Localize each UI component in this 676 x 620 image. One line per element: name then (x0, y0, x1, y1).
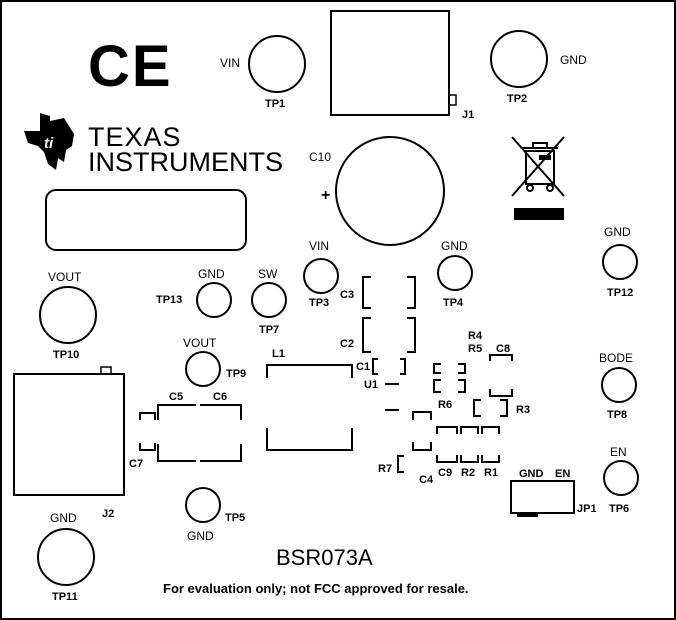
test-point-tp11: GND TP11 (37, 511, 95, 603)
r1-label: R1 (484, 467, 498, 479)
u1-label: U1 (364, 379, 378, 391)
tp3-net-label: VIN (309, 239, 329, 253)
c9-label: C9 (438, 467, 452, 479)
jp1-gnd-pin-label: GND (519, 468, 544, 480)
tp9-ref-label: TP9 (226, 368, 246, 380)
tp11-ref-label: TP11 (52, 591, 78, 603)
l1-label: L1 (272, 348, 285, 360)
board-name: BSR073A (276, 545, 373, 570)
jp1-en-pin-label: EN (555, 468, 570, 480)
r7-resistor (397, 455, 404, 473)
r4-label: R4 (468, 330, 483, 342)
tp13-net-label: GND (198, 267, 225, 281)
tp1-net-label: VIN (220, 56, 240, 70)
tp7-ref-label: TP7 (259, 324, 279, 336)
c3-label: C3 (340, 289, 354, 301)
ce-mark-logo: CE (88, 34, 173, 99)
r5-label: R5 (468, 343, 482, 355)
tp8-net-label: BODE (599, 351, 633, 365)
j2-label: J2 (102, 508, 114, 520)
test-point-tp8: BODE TP8 (599, 351, 637, 421)
c4-capacitor (412, 411, 432, 451)
texas-instruments-logo: ti TEXAS INSTRUMENTS (24, 113, 283, 177)
c8-capacitor (489, 354, 513, 397)
tp12-net-label: GND (604, 225, 631, 239)
tp5-ref-label: TP5 (225, 512, 245, 524)
tp10-net-label: VOUT (48, 270, 82, 284)
test-point-tp6: EN TP6 (603, 445, 639, 515)
c1-label: C1 (356, 361, 370, 373)
c10-capacitor: C10 + (309, 136, 445, 246)
test-point-tp10: VOUT TP10 (39, 270, 97, 361)
ti-wordmark-line1: TEXAS (88, 122, 182, 152)
j1-connector: J1 (330, 10, 474, 121)
tp4-ref-label: TP4 (443, 297, 464, 309)
test-point-tp12: GND TP12 (602, 225, 638, 299)
test-point-tp13: GND TP13 (156, 267, 232, 318)
evaluation-notice: For evaluation only; not FCC approved fo… (163, 581, 469, 596)
label-area (45, 189, 247, 251)
j2-connector: J2 (13, 366, 125, 520)
weee-bar (514, 208, 564, 220)
c7-capacitor (139, 412, 156, 451)
test-point-tp3: VIN TP3 (303, 239, 339, 309)
ti-wordmark-line2: INSTRUMENTS (88, 147, 283, 177)
tp13-ref-label: TP13 (156, 294, 182, 306)
c5-c6-capacitors (157, 404, 242, 462)
c8-label: C8 (496, 343, 510, 355)
l1-inductor (266, 364, 353, 451)
jp1-jumper (510, 480, 575, 517)
tp3-ref-label: TP3 (309, 297, 329, 309)
tp12-ref-label: TP12 (607, 287, 633, 299)
c6-label: C6 (213, 391, 227, 403)
tp2-ref-label: TP2 (507, 93, 527, 105)
tp11-net-label: GND (50, 511, 77, 525)
c5-label: C5 (169, 391, 183, 403)
weee-recycle-bin-icon (511, 136, 565, 197)
tp10-ref-label: TP10 (53, 349, 79, 361)
r2-label: R2 (461, 467, 475, 479)
ti-emblem-icon: ti (24, 113, 74, 170)
tp1-ref-label: TP1 (265, 98, 285, 110)
c10-polarity: + (321, 187, 330, 204)
tp9-net-label: VOUT (183, 336, 217, 350)
c10-label: C10 (309, 150, 331, 164)
r4-r5-resistors (433, 363, 466, 393)
test-point-tp9: VOUT TP9 (183, 336, 246, 387)
test-point-tp7: SW TP7 (251, 267, 287, 336)
tp8-ref-label: TP8 (607, 409, 627, 421)
svg-text:ti: ti (44, 135, 54, 152)
c9-r2-r1-parts (436, 426, 500, 463)
test-point-tp1: VIN TP1 (220, 35, 306, 110)
test-point-tp5: TP5 GND (185, 487, 245, 543)
tp6-net-label: EN (610, 445, 627, 459)
c1-capacitor (372, 358, 406, 375)
tp2-net-label: GND (560, 53, 587, 67)
r6-label: R6 (438, 399, 452, 411)
test-point-tp2: GND TP2 (490, 30, 587, 105)
c3-capacitor (362, 276, 416, 309)
tp4-net-label: GND (441, 239, 468, 253)
c4-label: C4 (419, 474, 434, 486)
u1-chip (385, 383, 399, 411)
r7-label: R7 (378, 463, 392, 475)
svg-text:CE: CE (88, 34, 173, 99)
c2-label: C2 (340, 338, 354, 350)
tp6-ref-label: TP6 (609, 503, 629, 515)
c7-label: C7 (129, 458, 143, 470)
jp1-label: JP1 (577, 503, 597, 515)
j1-label: J1 (462, 109, 474, 121)
tp5-net-label: GND (187, 529, 214, 543)
test-point-tp4: GND TP4 (437, 239, 473, 309)
tp7-net-label: SW (258, 267, 278, 281)
c2-capacitor (362, 317, 416, 353)
r3-label: R3 (516, 404, 530, 416)
r3-resistor (473, 399, 508, 417)
